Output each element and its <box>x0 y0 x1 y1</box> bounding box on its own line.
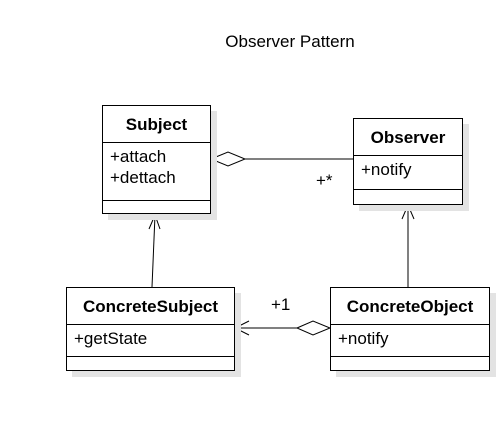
class-observer-name: Observer <box>354 119 462 156</box>
concreteobject-attribute-notify: +notify <box>338 329 389 348</box>
class-concreteobject-attributes: +notify <box>331 325 489 357</box>
concretesubject-arrowhead <box>233 320 250 336</box>
observer-attribute-notify: +notify <box>361 160 412 179</box>
concretesubject-to-subject-line <box>151 214 156 288</box>
class-concretesubject-name: ConcreteSubject <box>67 288 234 325</box>
class-subject-attributes: +attach +dettach <box>103 143 210 201</box>
class-concreteobject-name: ConcreteObject <box>331 288 489 325</box>
observer-arrowhead <box>401 203 415 220</box>
class-concretesubject-attributes: +getState <box>67 325 234 357</box>
class-observer-attributes: +notify <box>354 156 462 190</box>
subject-attribute-attach: +attach <box>110 147 167 166</box>
subject-attribute-dettach: +dettach <box>110 168 176 187</box>
multiplicity-one-label: +1 <box>271 295 291 314</box>
subject-arrowhead <box>148 213 161 230</box>
class-observer[interactable]: Observer +notify <box>353 118 463 205</box>
class-subject-name: Subject <box>103 106 210 143</box>
class-concretesubject[interactable]: ConcreteSubject +getState <box>66 287 235 371</box>
concreteobject-aggregation-diamond <box>295 320 332 336</box>
multiplicity-many-label: +* <box>316 171 333 190</box>
diagram-title: Observer Pattern <box>225 32 355 51</box>
class-subject[interactable]: Subject +attach +dettach <box>102 105 211 214</box>
subject-aggregation-diamond <box>209 151 247 167</box>
concretesubject-attribute-getstate: +getState <box>74 329 148 348</box>
class-concreteobject[interactable]: ConcreteObject +notify <box>330 287 490 371</box>
